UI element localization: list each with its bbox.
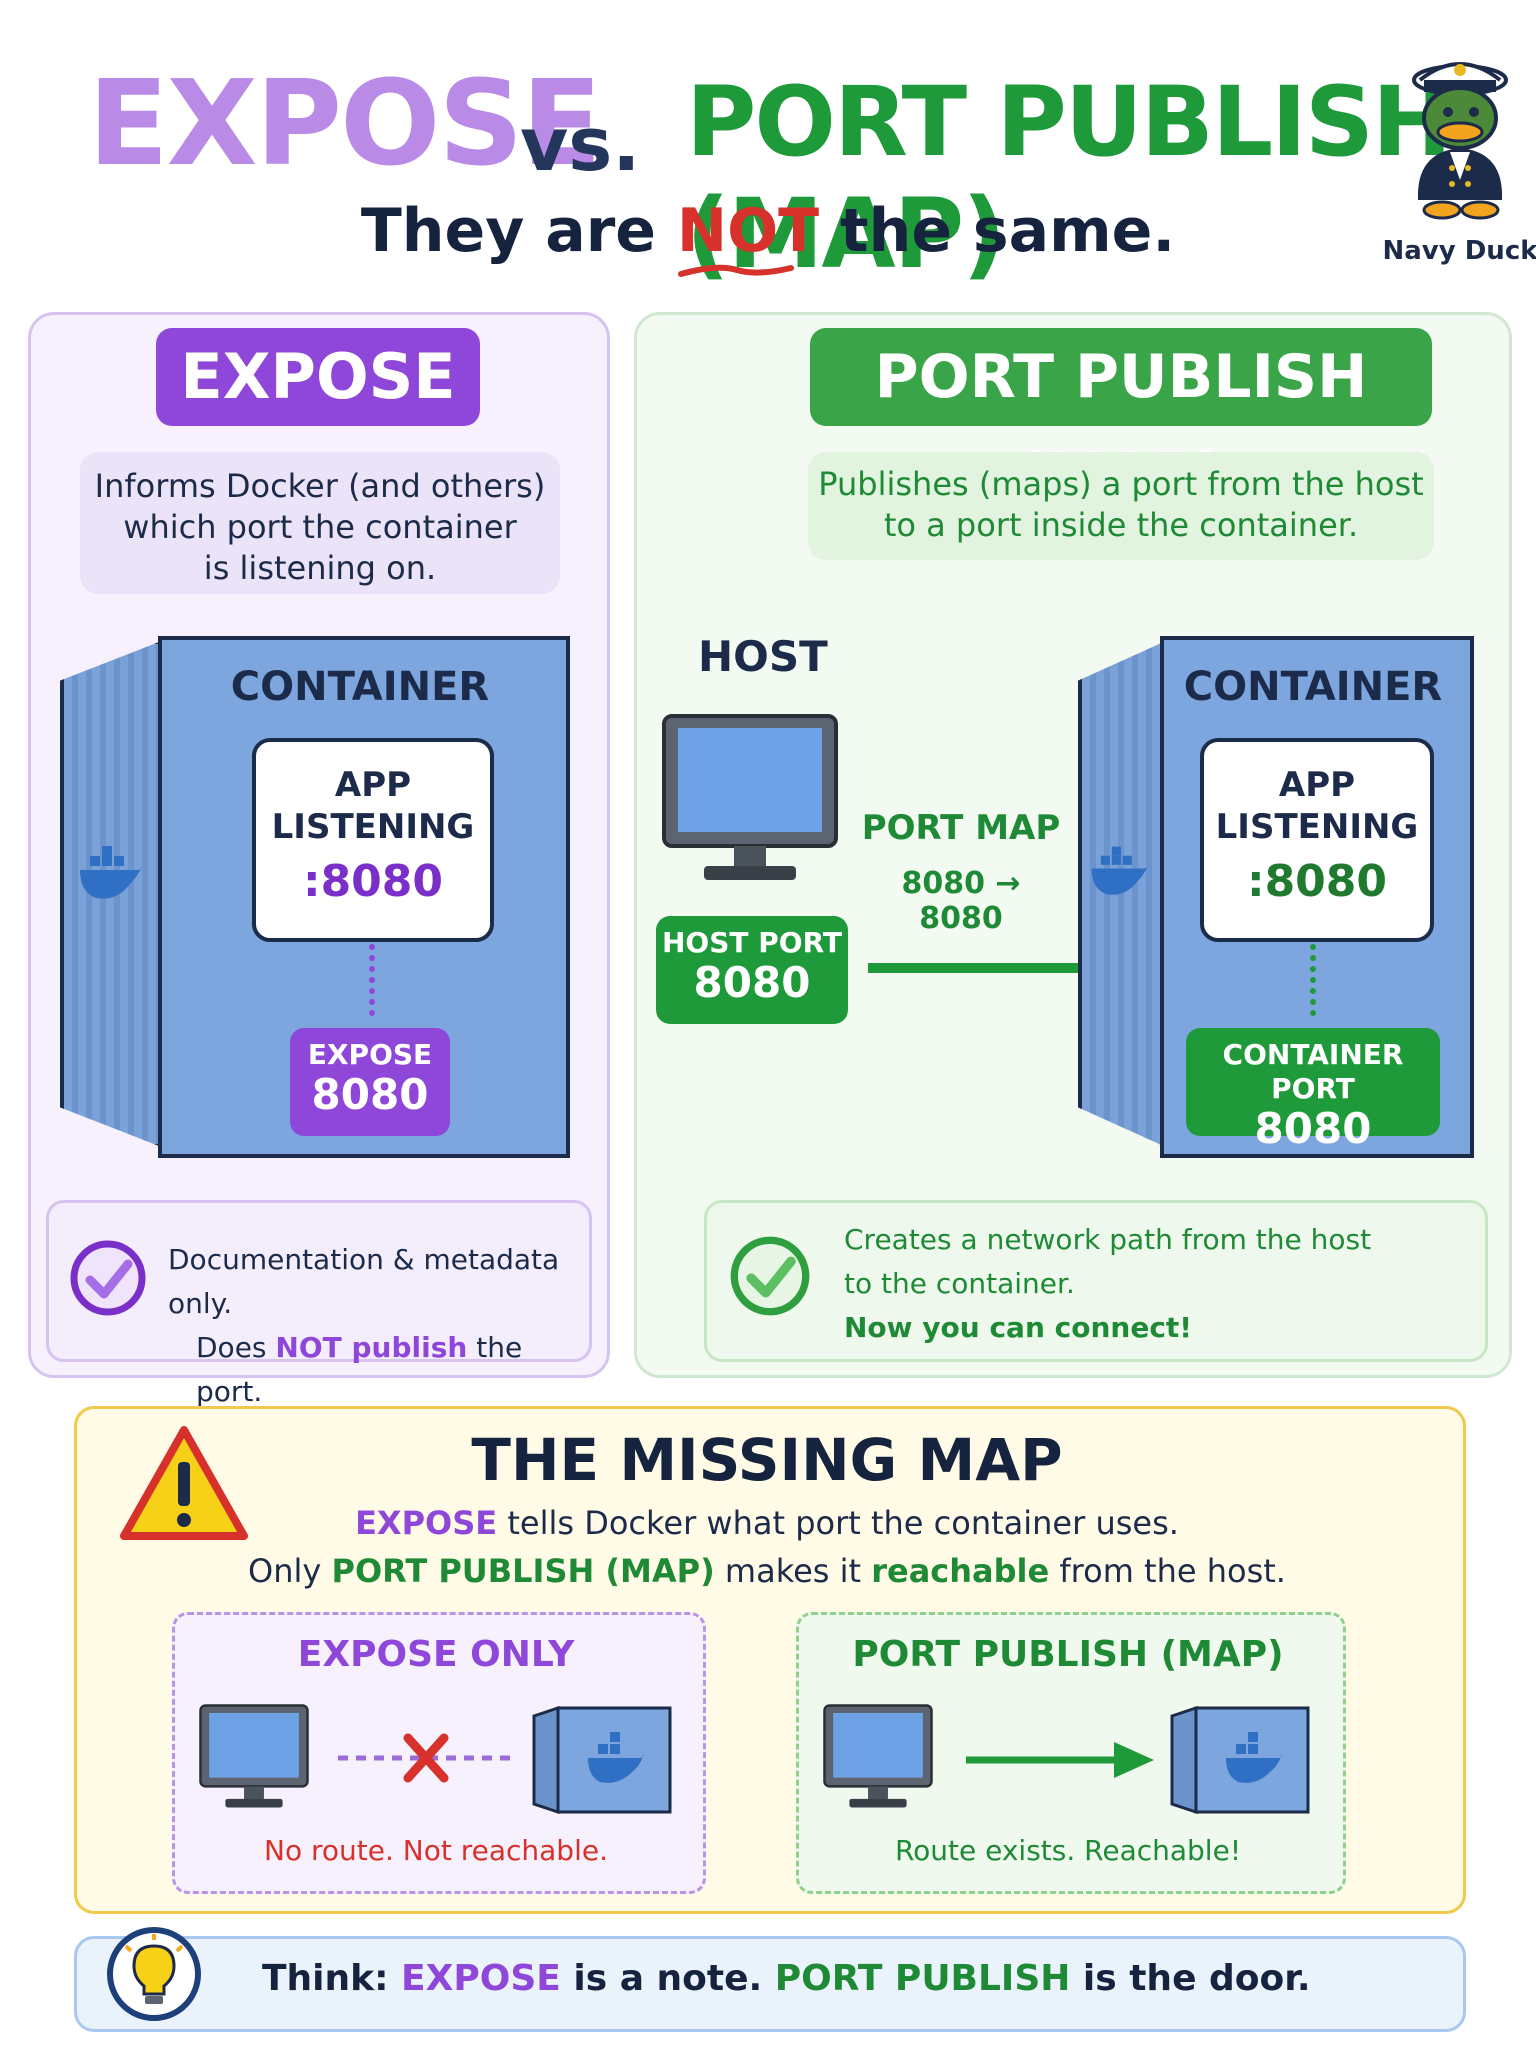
port-publish-caption: Route exists. Reachable!: [894, 1834, 1242, 1867]
not-publish-emphasis: NOT publish: [275, 1331, 468, 1364]
missing-map-title: THE MISSING MAP: [471, 1426, 1063, 1494]
line-text: makes it: [714, 1552, 872, 1590]
tip-expose: EXPOSE: [401, 1958, 561, 1999]
expose-note-line2: Does NOT publish the port.: [168, 1326, 578, 1414]
dotted-connector: [369, 944, 381, 1016]
arrow-right-icon: [962, 1738, 1158, 1782]
app-port: :8080: [302, 856, 444, 907]
warning-icon: [118, 1424, 250, 1544]
subtitle-after: the same.: [819, 196, 1176, 266]
expose-only-title: EXPOSE ONLY: [297, 1634, 575, 1675]
docker-whale-icon: [1088, 846, 1152, 902]
app-listening-box: APP LISTENING :8080: [1200, 738, 1434, 942]
container-port-value: 8080: [1254, 1104, 1372, 1153]
port-publish-title: PORT PUBLISH (MAP): [852, 1634, 1284, 1675]
expose-description: Informs Docker (and others) which port t…: [80, 452, 560, 594]
checkmark-icon: [728, 1234, 812, 1318]
lightbulb-icon: [104, 1924, 204, 2024]
checkmark-icon: [68, 1238, 148, 1318]
blocked-route-icon: [334, 1728, 520, 1788]
missing-map-line1: EXPOSE tells Docker what port the contai…: [74, 1504, 1460, 1542]
app-listening-box: APP LISTENING :8080: [252, 738, 494, 942]
missing-map-line2: Only PORT PUBLISH (MAP) makes it reachab…: [74, 1552, 1460, 1590]
expose-port-key: EXPOSE: [307, 1038, 433, 1071]
note-text-part: the port.: [196, 1331, 523, 1408]
tip-text: Think: EXPOSE is a note. PORT PUBLISH is…: [262, 1958, 1311, 1999]
app-label: APP: [334, 765, 412, 805]
host-port-key: HOST PORT: [662, 926, 842, 959]
title-port-publish: PORT PUBLISH (MAP): [686, 66, 1452, 290]
publish-description-line: Publishes (maps) a port from the host: [818, 465, 1424, 503]
subtitle-not-text: NOT: [676, 196, 820, 266]
subtitle-before: They are: [360, 196, 677, 266]
title-vs: vs.: [520, 102, 641, 188]
docker-whale-icon: [76, 846, 146, 906]
tip-mid: is a note.: [560, 1958, 775, 1999]
monitor-icon: [198, 1702, 310, 1816]
tip-suffix: is the door.: [1070, 1958, 1311, 1999]
host-label: HOST: [698, 632, 828, 681]
navy-duck-label: Navy Duck: [1382, 236, 1536, 266]
app-port: :8080: [1246, 856, 1388, 907]
line-text: from the host.: [1049, 1552, 1286, 1590]
port-map-value: 8080 → 8080: [901, 866, 1021, 936]
publish-note-line1: Creates a network path from the host: [844, 1223, 1372, 1256]
expose-port-value: 8080: [311, 1070, 429, 1119]
expose-port-badge: EXPOSE 8080: [290, 1028, 450, 1136]
dotted-connector: [1310, 944, 1322, 1016]
title-expose: EXPOSE: [88, 54, 602, 192]
container-side-right: [1078, 640, 1168, 1148]
title-row: EXPOSE vs. PORT PUBLISH (MAP): [0, 40, 1536, 290]
publish-note: [704, 1200, 1488, 1362]
publish-note-line2: to the container.: [844, 1267, 1075, 1300]
tip-bar: [74, 1936, 1466, 2032]
container-cube-icon: [1170, 1705, 1310, 1815]
expose-description-line: Informs Docker (and others): [94, 467, 546, 505]
container-label: CONTAINER: [1183, 664, 1443, 710]
container-cube-icon: [532, 1705, 672, 1815]
expose-heading: EXPOSE: [156, 328, 480, 426]
publish-emphasis: PORT PUBLISH (MAP): [331, 1552, 715, 1590]
monitor-icon: [822, 1702, 934, 1816]
note-text-part: Does: [196, 1331, 276, 1364]
expose-emphasis: EXPOSE: [355, 1504, 498, 1542]
subtitle-not: NOT: [676, 196, 820, 277]
reachable-emphasis: reachable: [871, 1552, 1050, 1590]
container-label: CONTAINER: [230, 664, 490, 710]
container-port-key: CONTAINER PORT: [1222, 1038, 1404, 1105]
underline-squiggle-icon: [677, 264, 794, 277]
subtitle: They are NOT the same.: [0, 196, 1536, 277]
container-port-badge: CONTAINER PORT 8080: [1186, 1028, 1440, 1152]
expose-note-line1: Documentation & metadata only.: [168, 1243, 560, 1320]
listening-label: LISTENING: [271, 807, 475, 847]
publish-description-line: to a port inside the container.: [883, 506, 1359, 544]
expose-note-text: Documentation & metadata only. Does NOT …: [168, 1238, 578, 1414]
tip-publish: PORT PUBLISH: [774, 1958, 1071, 1999]
port-map-label: PORT MAP: [861, 808, 1061, 848]
line-text: tells Docker what port the container use…: [497, 1504, 1179, 1542]
expose-only-caption: No route. Not reachable.: [264, 1834, 608, 1867]
publish-heading: PORT PUBLISH (MAP): [810, 328, 1432, 510]
host-port-badge: HOST PORT 8080: [656, 916, 848, 1024]
navy-duck-icon: [1390, 40, 1530, 240]
host-port-value: 8080: [693, 958, 811, 1007]
monitor-icon: [660, 712, 840, 892]
expose-description-line: which port the container: [123, 508, 517, 546]
line-text: Only: [248, 1552, 332, 1590]
publish-description: Publishes (maps) a port from the host to…: [808, 452, 1434, 560]
listening-label: LISTENING: [1215, 807, 1419, 847]
app-label: APP: [1278, 765, 1356, 805]
expose-description-line: is listening on.: [203, 549, 437, 587]
publish-note-line3: Now you can connect!: [844, 1311, 1193, 1344]
tip-prefix: Think:: [262, 1958, 402, 1999]
publish-note-text: Creates a network path from the host to …: [844, 1218, 1464, 1350]
